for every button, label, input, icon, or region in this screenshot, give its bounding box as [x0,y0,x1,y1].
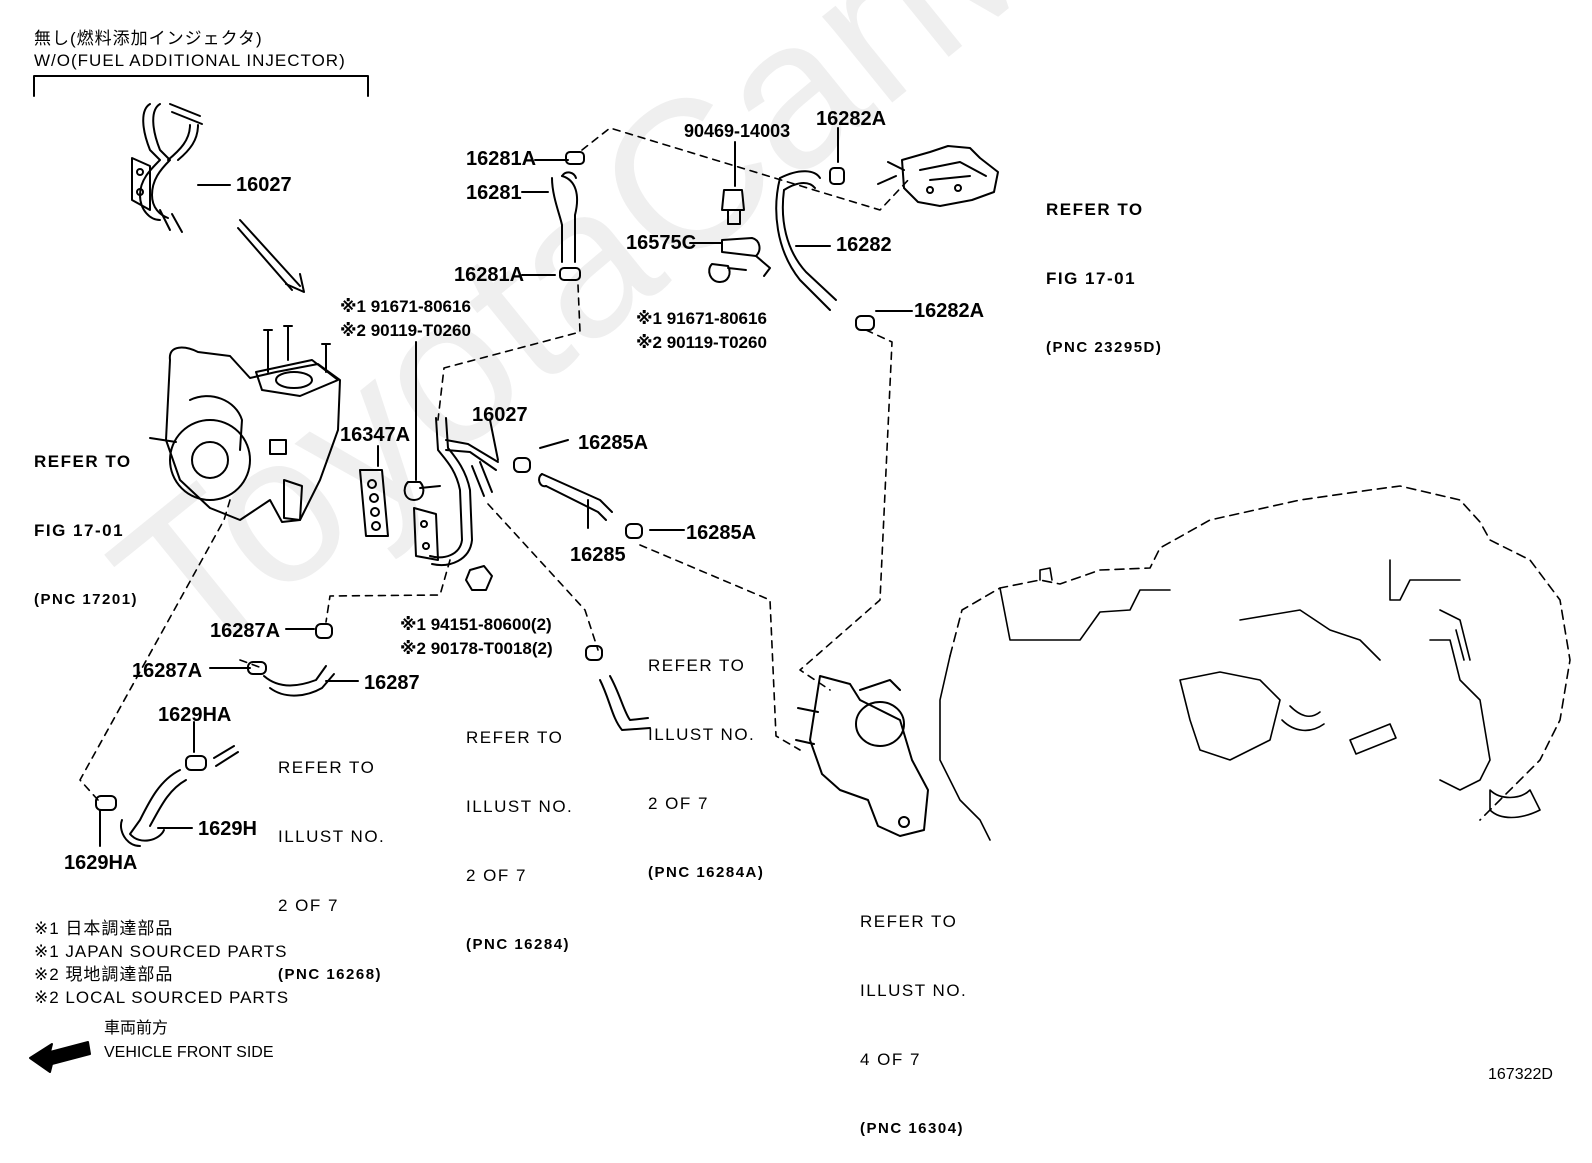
refer-16268-l4: (PNC 16268) [278,966,383,983]
refer-23295D: REFER TO FIG 17-01 (PNC 23295D) [1046,152,1162,382]
part-16287A-top: 16287A [210,620,281,642]
nut-94151 [465,565,493,591]
part-16281A-bot: 16281A [454,264,525,286]
part-16347A: 16347A [340,424,411,446]
hose-16285 [513,457,643,539]
hose-16284 [585,645,651,731]
arrow-to-pump [239,219,305,293]
refer-16304: REFER TO ILLUST NO. 4 OF 7 (PNC 16304) [860,864,967,1163]
hose-16281 [551,151,585,281]
part-16027-top: 16027 [236,174,292,196]
refer-16268: REFER TO ILLUST NO. 2 OF 7 (PNC 16268) [278,710,385,1009]
refer-17201-l3: (PNC 17201) [34,591,139,608]
part-16281: 16281 [466,182,522,204]
refer-17201-l1: REFER TO [34,452,132,471]
header-bracket [33,75,369,97]
refer-17201-l2: FIG 17-01 [34,521,125,540]
refer-16284A-l4: (PNC 16284A) [648,864,765,881]
bolt-bracket-16575C [708,189,771,283]
parts-diagram [29,75,1571,1073]
refer-16284-l2: ILLUST NO. [466,797,574,816]
leader-lines [99,127,913,847]
refer-16304-l2: ILLUST NO. [860,981,968,1000]
part-16287A-bot: 16287A [132,660,203,682]
header-en: W/O(FUEL ADDITIONAL INJECTOR) [34,51,346,70]
hose-16287 [247,623,335,697]
legend-line-4: ※2 LOCAL SOURCED PARTS [34,988,290,1007]
refer-23295D-l1: REFER TO [1046,200,1144,219]
refer-16304-l1: REFER TO [860,912,958,931]
part-16027-mid: 16027 [472,404,528,426]
refer-16304-l4: (PNC 16304) [860,1120,965,1137]
pipe-assembly-16027-top [131,103,203,233]
part-16282A-bot: 16282A [914,300,985,322]
refer-16284: REFER TO ILLUST NO. 2 OF 7 (PNC 16284) [466,680,573,979]
part-16285A-bot: 16285A [686,522,757,544]
refer-16284A-l1: REFER TO [648,656,746,675]
alt-part-2-line1: ※1 91671-80616 [636,309,767,328]
alt-part-2-line2: ※2 90119-T0260 [636,333,767,352]
refer-23295D-l2: FIG 17-01 [1046,269,1137,288]
throttle-body-component [877,145,999,207]
vehicle-front-arrow [29,1041,91,1073]
refer-16284-l3: 2 OF 7 [466,866,527,885]
legend-line-3: ※2 現地調達部品 [34,965,174,984]
pipe-assembly-16027-mid [413,417,499,566]
dashed-connections [79,127,911,801]
bolt-91671 [403,481,441,501]
part-16285: 16285 [570,544,626,566]
part-90469: 90469-14003 [684,121,791,141]
water-outlet [795,675,929,837]
part-16281A-top: 16281A [466,148,537,170]
legend-line-2: ※1 JAPAN SOURCED PARTS [34,942,288,961]
refer-16284-l4: (PNC 16284) [466,936,571,953]
refer-16284A: REFER TO ILLUST NO. 2 OF 7 (PNC 16284A) [648,608,764,907]
refer-16268-l2: ILLUST NO. [278,827,386,846]
refer-23295D-l3: (PNC 23295D) [1046,339,1163,356]
part-16282: 16282 [836,234,892,256]
part-16287: 16287 [364,672,420,694]
alt-part-1-line1: ※1 91671-80616 [340,297,471,316]
alt-part-3-line1: ※1 94151-80600(2) [400,615,552,634]
refer-16284-l1: REFER TO [466,728,564,747]
header-jp: 無し(燃料添加インジェクタ) [34,29,263,48]
refer-16268-l3: 2 OF 7 [278,896,339,915]
part-1629HA-bot: 1629HA [64,852,138,874]
hose-16282 [775,167,875,331]
part-16285A-top: 16285A [578,432,649,454]
part-16575C: 16575C [626,232,697,254]
refer-16304-l3: 4 OF 7 [860,1050,921,1069]
part-1629H: 1629H [198,818,257,840]
legend-line-1: ※1 日本調達部品 [34,919,174,938]
refer-16284A-l3: 2 OF 7 [648,794,709,813]
engine-outline [939,485,1571,841]
part-1629HA-top: 1629HA [158,704,232,726]
refer-16284A-l2: ILLUST NO. [648,725,756,744]
pump-assembly [165,325,341,523]
part-16282A-top: 16282A [816,108,887,130]
refer-16268-l1: REFER TO [278,758,376,777]
gasket-16347A [359,469,389,537]
alt-part-3-line2: ※2 90178-T0018(2) [400,639,553,658]
refer-17201: REFER TO FIG 17-01 (PNC 17201) [34,404,138,634]
hose-1629H [95,745,239,847]
front-label-en: VEHICLE FRONT SIDE [104,1044,274,1061]
figure-id: 167322D [1488,1066,1553,1083]
alt-part-1-line2: ※2 90119-T0260 [340,321,471,340]
front-label-jp: 車両前方 [104,1020,169,1037]
